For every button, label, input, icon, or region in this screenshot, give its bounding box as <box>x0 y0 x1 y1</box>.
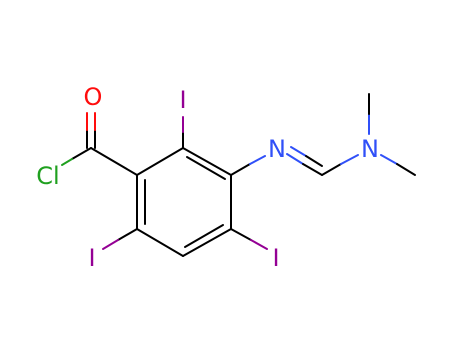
bond-ch-to-amine-n-black <box>321 163 342 176</box>
ring-bond-c4-c5-inner <box>184 224 224 248</box>
ring-bond-c1-c2 <box>136 147 184 176</box>
bond-imine-double-b-blue <box>290 146 307 157</box>
bond-ring-to-imine-n-blue <box>249 155 266 165</box>
bond-amine-n-to-methyl-right-black <box>396 163 416 176</box>
ring-bond-c2-c3 <box>182 147 232 176</box>
bond-amine-n-to-methyl-right-blue <box>380 154 398 165</box>
bond-imine-double-b-black <box>305 155 323 167</box>
ring-bond-c4-c5 <box>182 228 232 257</box>
imine-nitrogen-label: N <box>268 135 286 163</box>
chlorine-label: Cl <box>36 162 59 190</box>
amine-nitrogen-label: N <box>361 135 379 163</box>
benzene-ring <box>136 147 232 257</box>
bond-ring-to-iodine-left-black <box>117 228 138 241</box>
bond-carbonyl-to-chlorine-black <box>71 147 92 160</box>
oxygen-label: O <box>84 83 103 111</box>
bond-ring-to-imine-n-black <box>230 163 251 176</box>
formamidine-side-chain <box>230 93 416 176</box>
bond-ring-to-iodine-right-black <box>230 228 252 241</box>
bond-imine-double-a-black <box>302 163 323 176</box>
iodine-top-label: I <box>179 86 186 114</box>
bond-ring-to-iodine-right-purple <box>250 239 268 250</box>
bond-carbonyl-to-chlorine-green <box>61 158 73 166</box>
iodine-substituents <box>102 116 268 250</box>
bond-ch-to-amine-n-blue <box>340 154 359 165</box>
iodine-left-label: I <box>88 244 95 272</box>
bond-imine-double-a-blue <box>286 153 304 165</box>
bond-ring-to-iodine-left-purple <box>102 239 119 250</box>
ring-bond-c5-c6 <box>136 228 184 257</box>
acyl-chloride-group <box>61 112 138 176</box>
iodine-right-label: I <box>272 244 279 272</box>
ring-bond-c2-c3-inner <box>186 156 226 180</box>
bond-ring-to-carbonyl <box>90 147 138 176</box>
